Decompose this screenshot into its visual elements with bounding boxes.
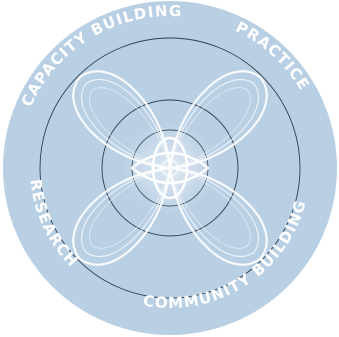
center-lens-vertical [151, 136, 189, 200]
center-dot-ring [161, 159, 179, 177]
center-core [130, 136, 210, 200]
petal-lower-left [72, 166, 172, 266]
petal-upper-left [72, 70, 172, 170]
middle-ring [101, 99, 239, 237]
petal-upper-right [168, 70, 268, 170]
petal-group [72, 70, 268, 266]
petal-lower-right [168, 166, 268, 266]
outer-ring [39, 37, 301, 299]
